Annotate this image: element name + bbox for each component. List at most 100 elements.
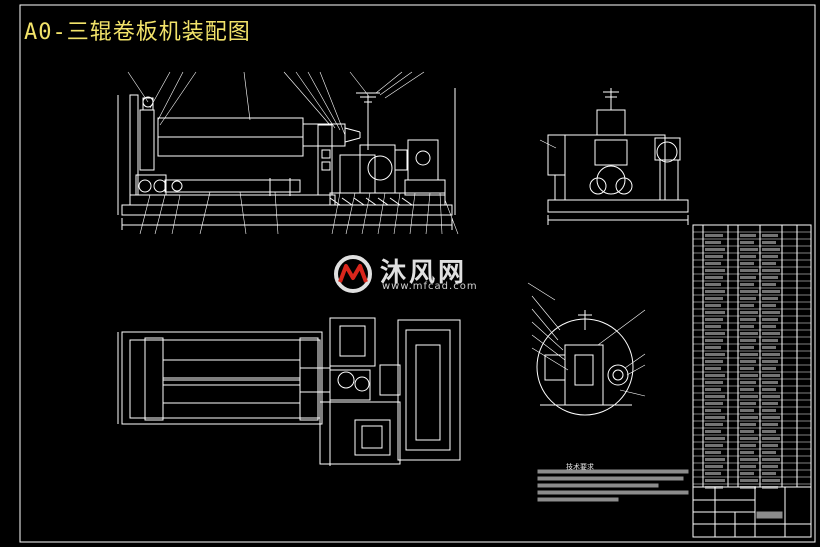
table-cell-text: [762, 430, 776, 433]
table-cell-text: [762, 374, 780, 377]
table-cell-text: [740, 311, 758, 314]
table-cell-text: [705, 381, 723, 384]
table-cell-text: [705, 388, 721, 391]
table-cell-text: [705, 437, 725, 440]
table-cell-text: [740, 304, 754, 307]
table-cell-text: [740, 318, 756, 321]
title-block: [692, 486, 812, 538]
table-cell-text: [705, 367, 721, 370]
table-cell-text: [705, 339, 723, 342]
table-cell-text: [740, 451, 754, 454]
table-cell-text: [762, 241, 776, 244]
table-cell-text: [705, 325, 721, 328]
table-cell-text: [740, 472, 754, 475]
table-cell-text: [762, 423, 778, 426]
table-cell-text: [762, 479, 780, 482]
table-cell-text: [740, 269, 758, 272]
table-cell-text: [705, 318, 723, 321]
table-cell-text: [705, 430, 721, 433]
top-view: [117, 317, 461, 466]
table-cell-text: [740, 360, 756, 363]
table-cell-text: [762, 339, 778, 342]
table-cell-text: [740, 388, 754, 391]
table-cell-text: [740, 325, 754, 328]
table-cell-text: [762, 318, 778, 321]
table-cell-text: [740, 248, 758, 251]
table-cell-text: [762, 472, 776, 475]
watermark: 沐风网 www.mfcad.com: [330, 252, 500, 296]
table-cell-text: [740, 381, 756, 384]
table-cell-text: [762, 297, 778, 300]
table-cell-text: [762, 395, 780, 398]
table-cell-text: [740, 283, 754, 286]
table-cell-text: [740, 479, 758, 482]
table-cell-text: [762, 465, 778, 468]
table-cell-text: [762, 234, 778, 237]
table-cell-text: [705, 255, 723, 258]
table-cell-text: [705, 332, 725, 335]
table-cell-text: [740, 290, 758, 293]
sheet-border: [19, 4, 816, 543]
watermark-url: www.mfcad.com: [382, 281, 478, 292]
table-cell-text: [740, 430, 754, 433]
drawing-title: A0-三辊卷板机装配图: [24, 20, 251, 45]
table-cell-text: [740, 374, 758, 377]
table-cell-text: [762, 360, 778, 363]
watermark-brand: 沐风网: [380, 258, 468, 288]
table-cell-text: [762, 255, 778, 258]
table-cell-text: [705, 479, 725, 482]
detail-view: [536, 310, 634, 416]
table-cell-text: [740, 437, 758, 440]
front-view: [117, 88, 456, 230]
table-cell-text: [762, 388, 776, 391]
side-view: [539, 88, 689, 225]
mf-logo-icon: [334, 255, 372, 293]
table-cell-text: [762, 437, 780, 440]
table-cell-text: [762, 276, 778, 279]
table-cell-text: [705, 283, 721, 286]
table-cell-text: [762, 444, 778, 447]
table-cell-text: [705, 472, 721, 475]
table-cell-text: [705, 416, 725, 419]
table-cell-text: [740, 444, 756, 447]
table-cell-text: [740, 262, 754, 265]
table-cell-text: [740, 332, 758, 335]
table-cell-text: [740, 346, 754, 349]
table-cell-text: [762, 416, 780, 419]
table-cell-text: [762, 458, 780, 461]
table-cell-text: [740, 234, 756, 237]
detail-leaders: [527, 282, 646, 397]
table-cell-text: [705, 402, 723, 405]
table-cell-text: [740, 395, 758, 398]
front-view-leaders: [127, 71, 459, 235]
table-cell-text: [705, 276, 723, 279]
table-cell-text: [762, 346, 776, 349]
table-cell-text: [740, 423, 756, 426]
table-cell-text: [740, 241, 754, 244]
table-cell-text: [762, 367, 776, 370]
table-cell-text: [762, 283, 776, 286]
table-cell-text: [762, 381, 778, 384]
table-cell-text: [705, 353, 725, 356]
table-cell-text: [705, 444, 723, 447]
table-cell-text: [740, 367, 754, 370]
table-cell-text: [740, 402, 756, 405]
table-cell-text: [762, 248, 780, 251]
table-cell-text: [740, 276, 756, 279]
table-cell-text: [705, 465, 723, 468]
table-cell-text: [762, 325, 776, 328]
table-cell-text: [740, 458, 758, 461]
table-cell-text: [762, 353, 780, 356]
table-cell-text: [740, 255, 756, 258]
table-cell-text: [762, 332, 780, 335]
table-cell-text: [705, 423, 723, 426]
table-cell-text: [705, 409, 721, 412]
table-cell-text: [740, 353, 758, 356]
table-cell-text: [762, 311, 780, 314]
table-cell-text: [705, 458, 725, 461]
table-cell-text: [705, 262, 721, 265]
table-cell-text: [762, 262, 776, 265]
table-cell-text: [762, 269, 780, 272]
